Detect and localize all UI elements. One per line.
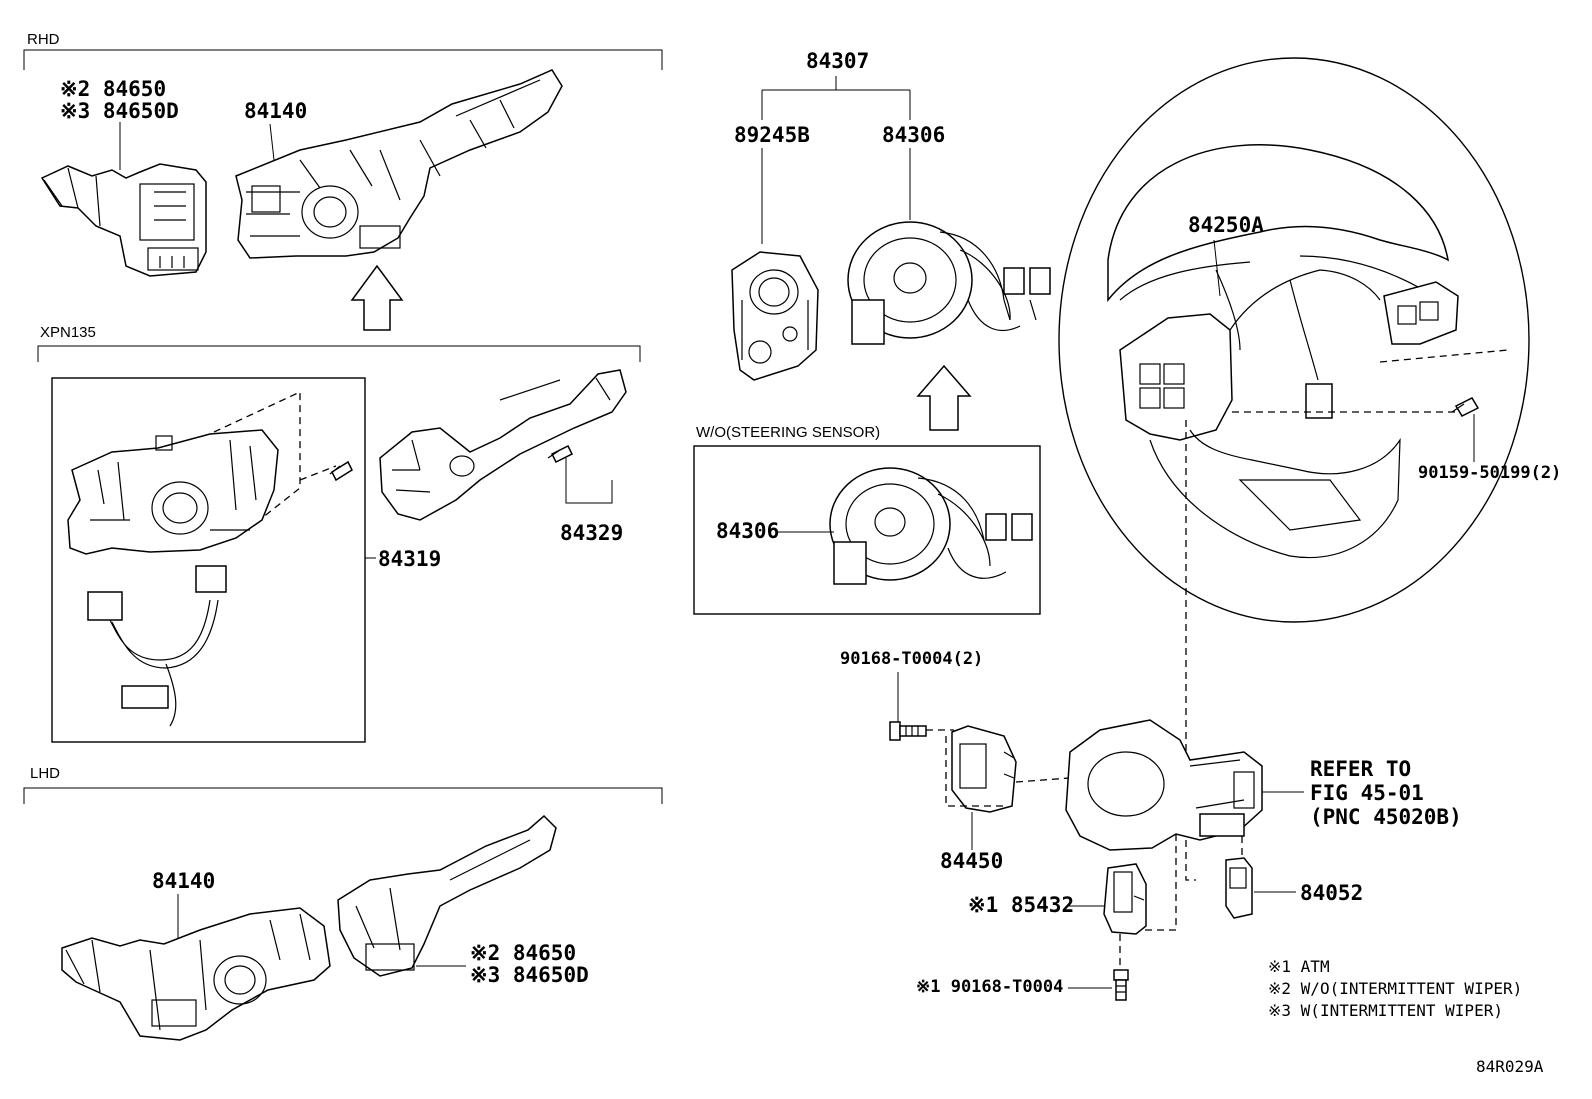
screw-84329[interactable] [547,444,574,464]
refer-line1: REFER TO [1310,757,1411,781]
part-label-84306-top[interactable]: 84306 [882,123,945,147]
wiper-switch-rhd[interactable] [40,163,207,277]
group-label-xpn135: XPN135 [40,324,96,341]
dashed-lock-85432 [1134,834,1177,931]
switch-body-xpn135[interactable] [67,429,279,555]
leader-84307 [761,76,911,120]
xpn135-group: XPN135 84319 [37,324,641,743]
sensor-84450[interactable] [951,725,1017,813]
steering-wheel-detail-ellipse [1058,57,1530,623]
part-label-84306-box[interactable]: 84306 [716,519,779,543]
part-label-84319[interactable]: 84319 [378,547,441,571]
dashed-screw-xpn135 [299,465,337,481]
lhd-group: LHD 84140 ※2 84650 ※3 84650D [23,765,663,1041]
part-label-84140-rhd[interactable]: 84140 [244,99,307,123]
part-label-85432[interactable]: ※1 85432 [968,893,1074,917]
note-3: ※3 W(INTERMITTENT WIPER) [1268,1001,1503,1020]
screw-90159[interactable] [1451,397,1480,417]
part-label-84650d[interactable]: ※3 84650D [60,99,179,123]
part-label-90168-1[interactable]: ※1 90168-T0004 [916,977,1063,997]
note-2: ※2 W/O(INTERMITTENT WIPER) [1268,979,1522,998]
lever-switch-xpn135[interactable] [379,369,627,521]
shift-lock-85432[interactable] [1103,863,1147,935]
arrow-up-clock-spring [916,364,972,431]
xpn135-inner-box [51,377,366,743]
steering-wheel-group: 84250A 90159-50199(2) [1058,57,1561,881]
leader-84329 [565,458,613,504]
xpn135-bracket [37,345,641,362]
screw-90168-2[interactable] [889,721,927,741]
lhd-bracket [23,787,663,804]
dashed-wheel-right [1379,349,1509,363]
clock-spring-group: 84307 89245B 84306 W/O(STEERI [693,49,1051,615]
dashed-wheel-down [1185,420,1196,881]
part-label-84250a[interactable]: 84250A [1188,213,1264,237]
part-label-84307[interactable]: 84307 [806,49,869,73]
part-label-84650[interactable]: ※2 84650 [60,77,166,101]
part-label-90168-2[interactable]: 90168-T0004(2) [840,649,983,669]
notes-block: ※1 ATM ※2 W/O(INTERMITTENT WIPER) ※3 W(I… [1268,957,1522,1020]
wiper-switch-lhd[interactable] [337,814,557,977]
lower-assembly-group: 90168-T0004(2) 84450 REFER TO FIG 45-01 … [840,649,1462,1001]
part-label-84329[interactable]: 84329 [560,521,623,545]
part-label-84650-lhd[interactable]: ※2 84650 [470,941,576,965]
rhd-group: RHD ※2 84650 ※3 84650D 84140 [23,31,663,331]
dashed-84450-box [945,736,1006,807]
part-label-90159[interactable]: 90159-50199(2) [1418,463,1561,483]
note-1: ※1 ATM [1268,957,1330,976]
part-label-84450[interactable]: 84450 [940,849,1003,873]
connector-84052[interactable] [1225,857,1253,919]
clock-spring-84306-box[interactable] [829,467,1033,585]
arrow-up-rhd [350,264,404,331]
part-label-84650d-lhd[interactable]: ※3 84650D [470,963,589,987]
figure-code: 84R029A [1476,1057,1544,1076]
column-lock-assembly[interactable] [1065,719,1263,851]
refer-line3: (PNC 45020B) [1310,805,1462,829]
rhd-bracket [23,49,663,70]
group-label-rhd: RHD [27,31,60,48]
part-label-89245b[interactable]: 89245B [734,123,810,147]
combination-switch-lhd[interactable] [61,907,331,1041]
combination-switch-rhd[interactable] [235,69,563,259]
group-label-lhd: LHD [30,765,60,782]
steering-wheel-84250a[interactable] [1107,144,1459,559]
clock-spring-84306-top[interactable] [847,221,1051,345]
part-label-84140-lhd[interactable]: 84140 [152,869,215,893]
part-label-84052[interactable]: 84052 [1300,881,1363,905]
wo-steering-sensor-box [693,445,1041,615]
dashed-84450-link [1015,777,1071,783]
screw-90168-1[interactable] [1113,969,1129,1001]
steering-sensor-89245b[interactable] [731,251,819,381]
wire-harness-xpn135[interactable] [87,565,227,727]
leader-84250a [1213,239,1221,297]
refer-line2: FIG 45-01 [1310,781,1424,805]
screw-xpn135[interactable] [329,460,353,482]
group-label-wo-steering-sensor: W/O(STEERING SENSOR) [696,424,880,441]
